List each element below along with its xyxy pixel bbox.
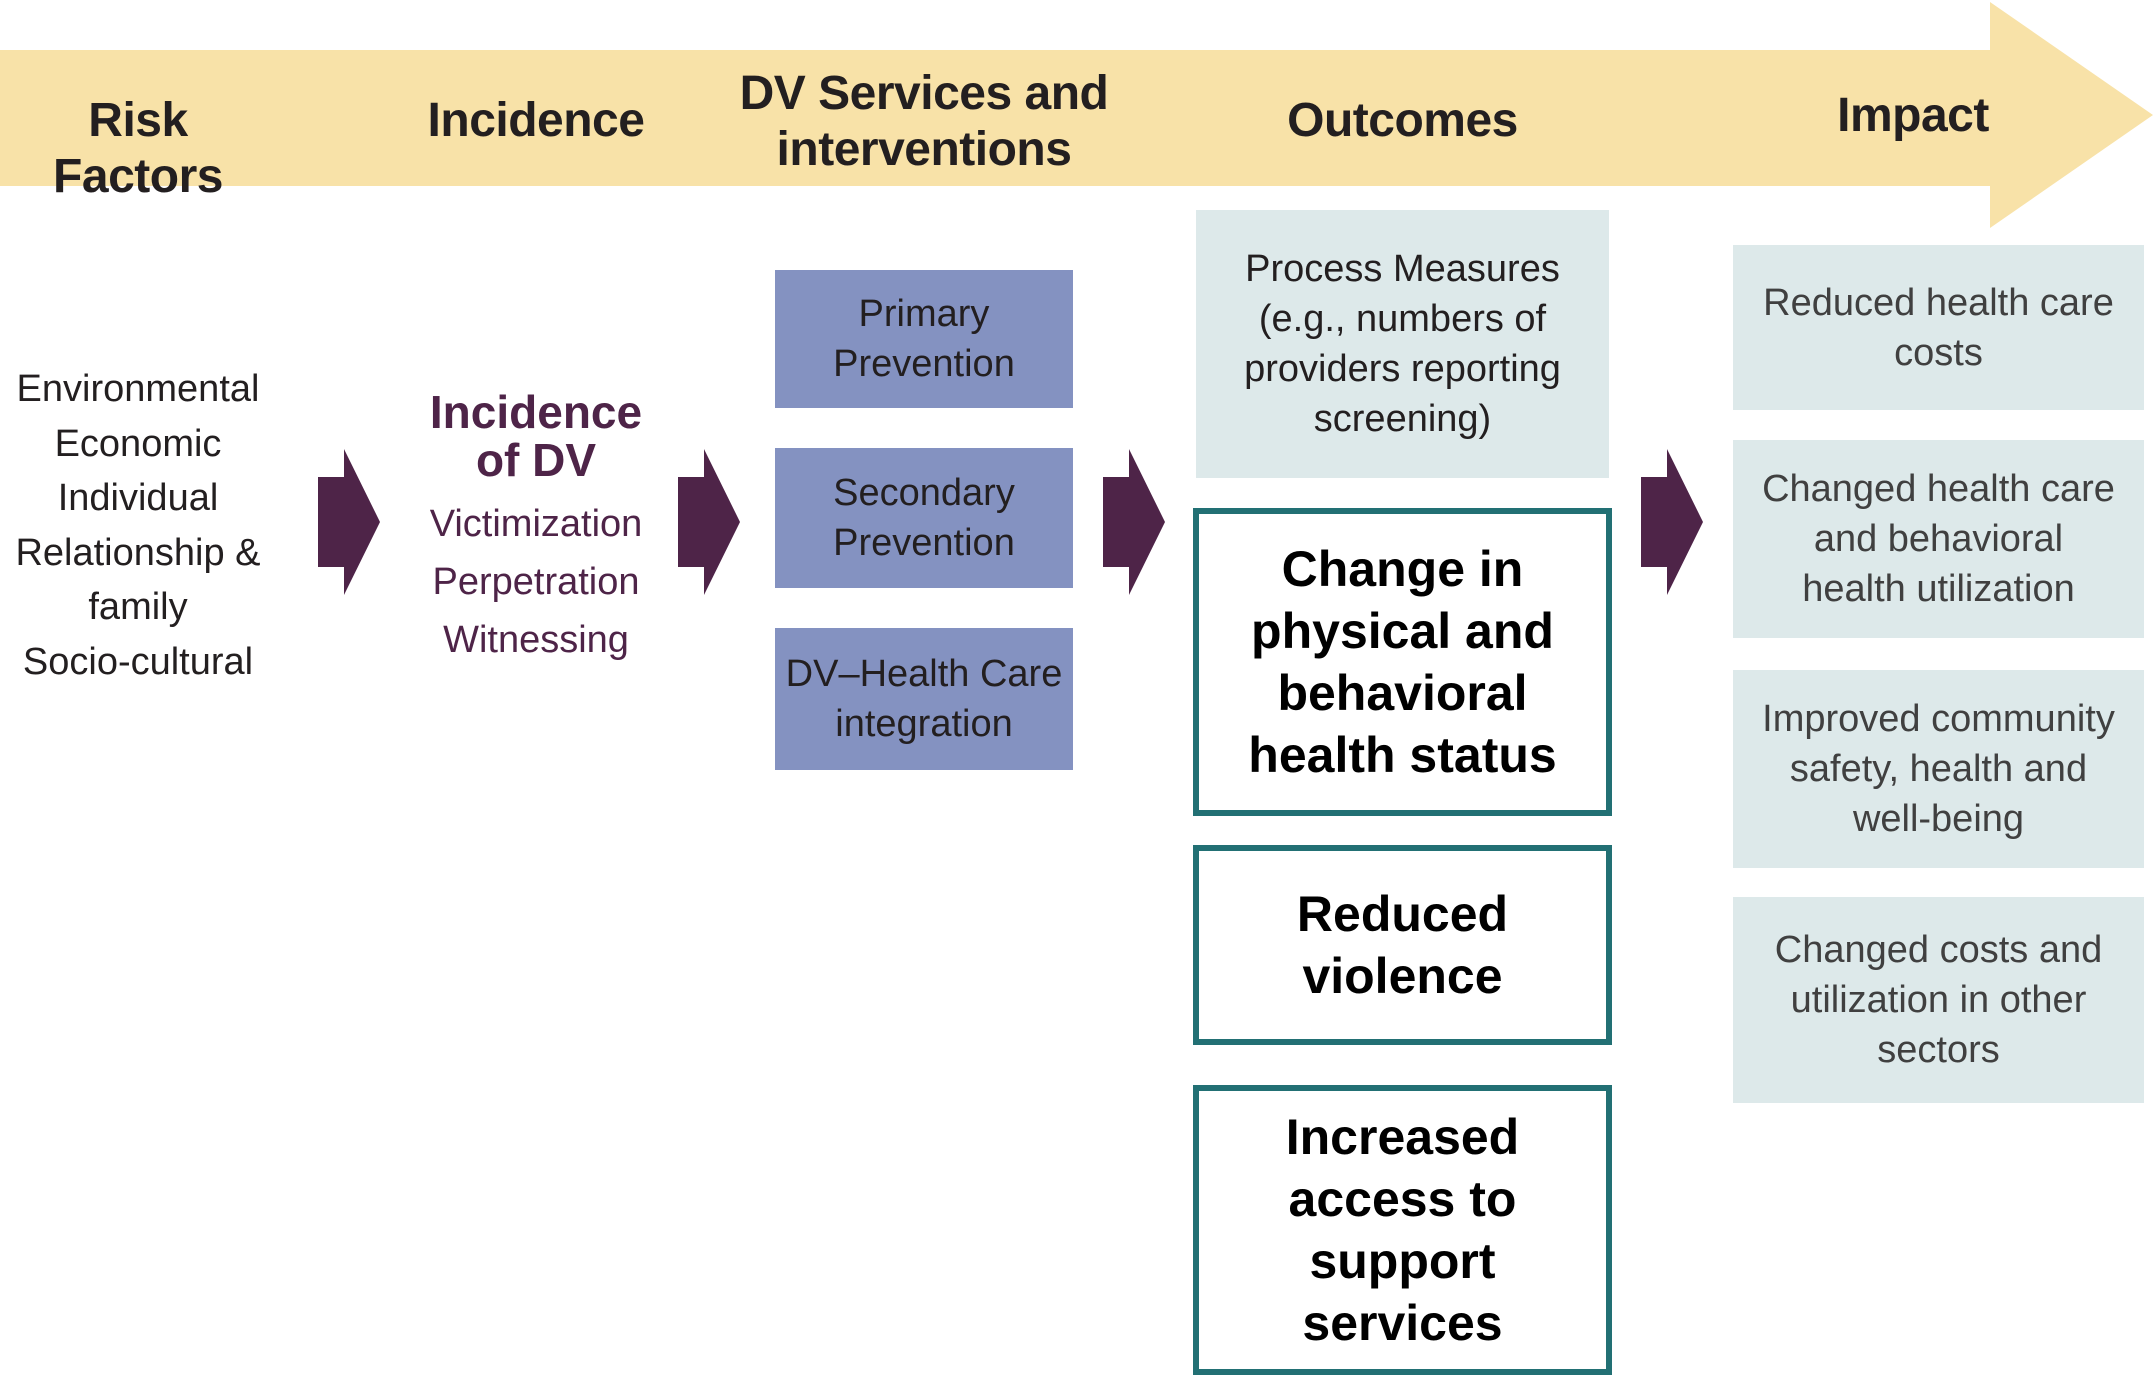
impact-box-health-care-costs: Reduced health care costs (1733, 245, 2144, 410)
incidence-item: Perpetration (432, 561, 640, 603)
process-measures-box: Process Measures (e.g., numbers of provi… (1196, 210, 1609, 478)
header-incidence: Incidence (427, 94, 645, 147)
incidence-item: Victimization (429, 503, 643, 545)
risk-factor-item: family (88, 586, 188, 628)
service-box-label: Secondary Prevention (833, 472, 1015, 564)
impact-box-label: Changed health care and behavioral healt… (1762, 468, 2115, 610)
chevron-right-arrow-icon (318, 449, 380, 595)
chevron-right-arrow-icon (1641, 449, 1703, 595)
header-services: DV Services and interventions (730, 66, 1118, 178)
impact-box-label: Changed costs and utilization in other s… (1774, 929, 2103, 1071)
service-box-label: Primary Prevention (833, 293, 1015, 385)
risk-factor-item: Environmental (16, 368, 260, 410)
risk-factor-item: Socio-cultural (22, 640, 254, 683)
impact-box-label: Improved community safety, health and we… (1762, 698, 2115, 840)
risk-factor-item: Relationship & (15, 531, 261, 574)
service-box-dv-health-care-integration: DV–Health Care integration (775, 628, 1073, 770)
service-box-primary-prevention: Primary Prevention (775, 270, 1073, 408)
header-impact: Impact (1837, 89, 1989, 142)
impact-box-other-sectors: Changed costs and utilization in other s… (1733, 897, 2144, 1103)
header-services-line1: DV Services and (739, 67, 1109, 120)
outcome-box-label: Change in physical and behavioral health… (1248, 541, 1557, 783)
header-risk-factors: Risk Factors (53, 94, 223, 203)
banner-arrow (0, 2, 2153, 228)
incidence-list: Victimization Perpetration Witnessing (400, 495, 672, 669)
service-box-secondary-prevention: Secondary Prevention (775, 448, 1073, 588)
banner-arrow-shape (0, 2, 2153, 228)
impact-box-health-utilization: Changed health care and behavioral healt… (1733, 440, 2144, 638)
incidence-title: Incidence of DV (429, 386, 643, 486)
service-box-label: DV–Health Care integration (785, 653, 1063, 745)
header-services-line2: interventions (776, 123, 1072, 176)
chevron-right-arrow-icon (1103, 449, 1165, 595)
risk-factor-item: Economic (54, 422, 222, 465)
process-measures-label: Process Measures (e.g., numbers of provi… (1244, 248, 1561, 440)
risk-factor-item: Individual (57, 477, 219, 519)
chevron-right-arrow-icon (678, 449, 740, 595)
impact-box-community-safety: Improved community safety, health and we… (1733, 670, 2144, 868)
outcome-box-reduced-violence: Reduced violence (1193, 845, 1612, 1045)
outcome-box-label: Increased access to support services (1285, 1109, 1520, 1351)
risk-factors-list: Environmental Economic Individual Relati… (0, 362, 276, 689)
header-outcomes: Outcomes (1287, 94, 1518, 147)
outcome-box-health-status: Change in physical and behavioral health… (1193, 508, 1612, 816)
outcome-box-label: Reduced violence (1296, 886, 1509, 1004)
outcome-box-support-services: Increased access to support services (1193, 1085, 1612, 1375)
incidence-item: Witnessing (443, 619, 629, 661)
impact-box-label: Reduced health care costs (1763, 281, 2114, 374)
